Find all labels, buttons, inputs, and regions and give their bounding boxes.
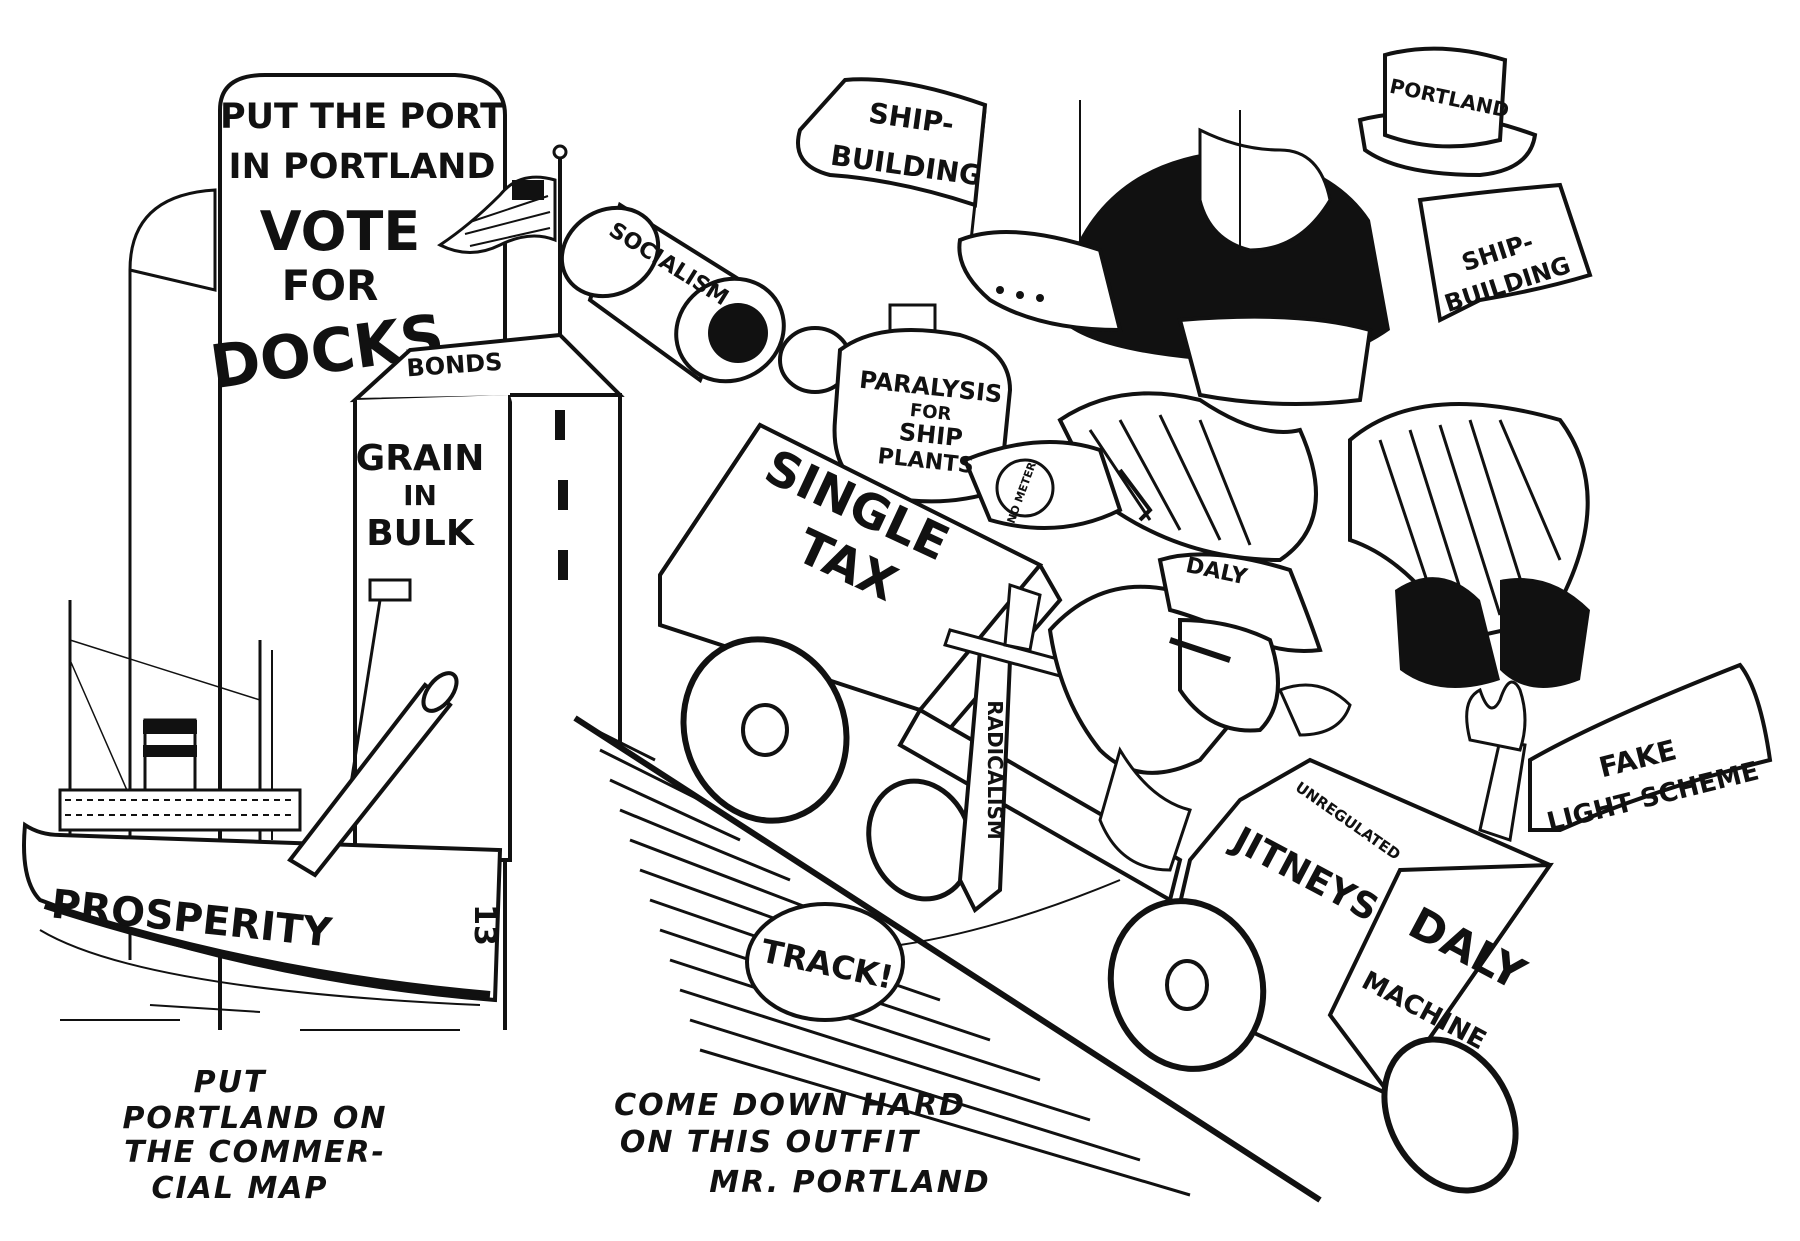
elevator-roof-label: BONDS	[406, 348, 504, 383]
elevator-bulk-text: BULK	[366, 513, 475, 554]
track-speech-bubble	[745, 879, 1121, 1022]
radicalism-label: RADICALISM	[983, 700, 1007, 840]
fake-light-scheme-flag	[1465, 662, 1773, 842]
toy-ship-hull	[957, 100, 1373, 406]
grain-spout	[287, 671, 459, 878]
daly-machine-cart	[1107, 757, 1554, 1194]
ship-bow-mark: 13	[467, 904, 502, 946]
daly-figure	[1047, 552, 1352, 872]
caption-mid-line3: MR. PORTLAND	[709, 1165, 990, 1200]
us-flag	[437, 144, 568, 340]
silo-for-text: FOR	[282, 261, 379, 310]
paralysis-line2: FOR	[909, 400, 953, 425]
silo-slogan-line1: PUT THE PORT	[220, 97, 504, 137]
caption-left-line3: THE COMMER-	[124, 1135, 386, 1170]
mr-portland-figure	[1057, 46, 1590, 688]
caption-mid-line1: COME DOWN HARD	[614, 1088, 966, 1123]
caption-left-line1: PUT	[194, 1065, 267, 1100]
caption-left-line2: PORTLAND ON	[122, 1101, 387, 1136]
silo-slogan-line2: IN PORTLAND	[229, 147, 496, 187]
elevator-grain-text: GRAIN	[356, 438, 485, 479]
paralysis-line3: SHIP	[898, 418, 964, 453]
hill-slope	[573, 715, 1330, 1203]
elevator-in-text: IN	[403, 479, 437, 512]
grain-elevator	[348, 332, 625, 862]
caption-left-line4: CIAL MAP	[151, 1171, 328, 1206]
single-tax-cart	[658, 422, 1183, 904]
steamship	[22, 600, 503, 1031]
shipbuilding-flag-left	[796, 77, 988, 251]
shipbuilding-flag-right	[1417, 182, 1593, 323]
socialism-barrel	[559, 201, 852, 394]
caption-mid-line2: ON THIS OUTFIT	[620, 1125, 921, 1160]
silo-vote-text: VOTE	[260, 200, 420, 263]
